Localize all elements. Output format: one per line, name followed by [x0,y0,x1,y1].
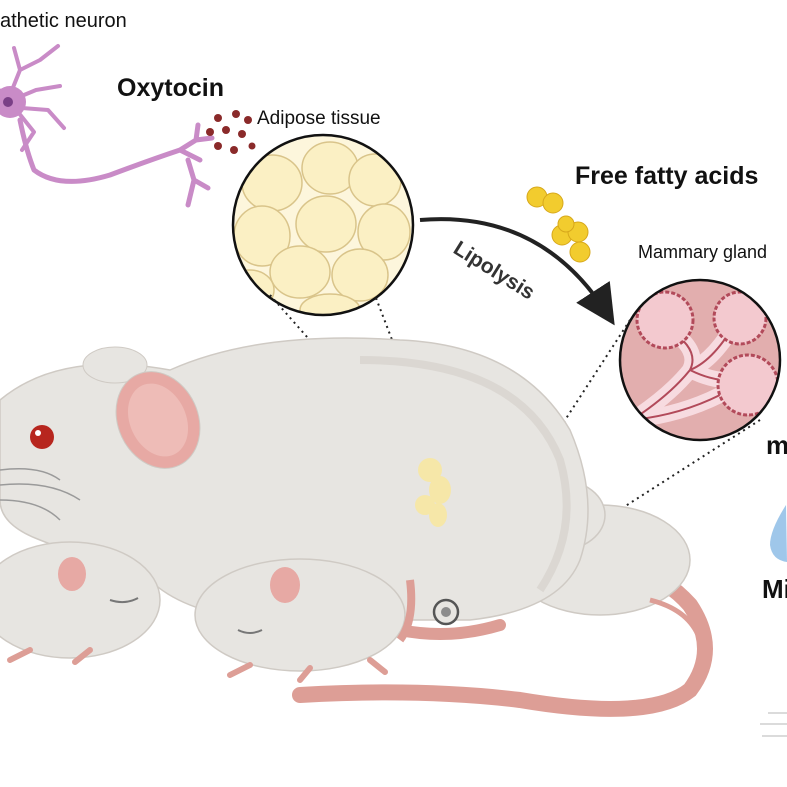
corner-marks [760,712,787,737]
mammary-gland-icon [618,278,782,442]
oxytocin-dots [206,110,256,154]
oxytocin-label: Oxytocin [117,74,224,102]
lipolysis-label: Lipolysis [449,237,538,305]
pup-icon [0,541,416,683]
milk-drop-icon [770,505,787,562]
arrow-icon [419,217,615,326]
mouse-icon [0,337,589,640]
cut-label-m: m [766,430,787,460]
fatty-acid-icon [526,186,591,263]
mammary-gland-label: Mammary gland [638,242,768,262]
neuron-icon [0,44,215,208]
adipose-tissue-label: Adipose tissue [257,108,381,129]
neuron-label: athetic neuron [0,10,127,32]
fat-patch [415,458,451,527]
free-fatty-acids-label: Free fatty acids [575,162,759,190]
adipocyte-icon [231,133,415,317]
cut-label-mi: Mi [762,574,787,604]
